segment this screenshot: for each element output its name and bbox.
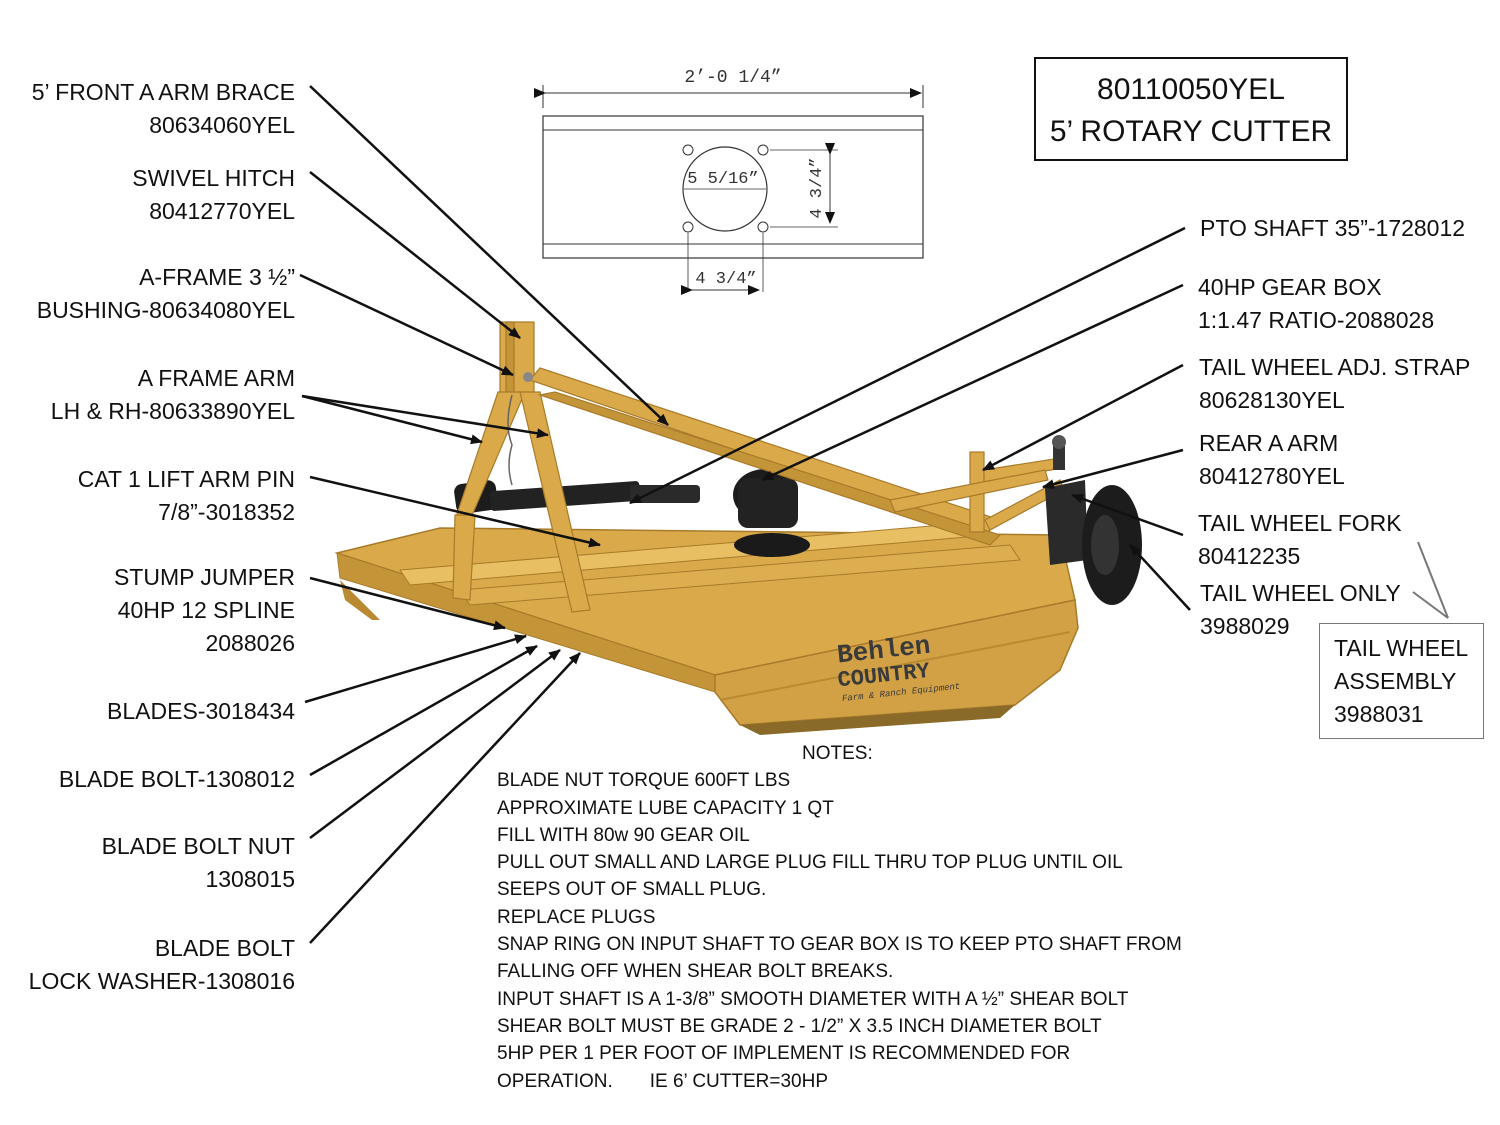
label-line: A FRAME ARM <box>137 365 295 391</box>
label-line: 80412235 <box>1198 543 1301 569</box>
note-line: FALLING OFF WHEN SHEAR BOLT BREAKS. <box>497 961 894 983</box>
label-pto-shaft: PTO SHAFT 35”-1728012 <box>1200 212 1465 245</box>
label-tail-wheel-adj-strap: TAIL WHEEL ADJ. STRAP 80628130YEL <box>1199 351 1470 417</box>
note-line: 5HP PER 1 PER FOOT OF IMPLEMENT IS RECOM… <box>497 1043 1071 1065</box>
assembly-line: ASSEMBLY <box>1334 668 1457 694</box>
label-line: STUMP JUMPER <box>113 564 295 590</box>
note-line: SNAP RING ON INPUT SHAFT TO GEAR BOX IS … <box>497 934 1182 956</box>
rotary-cutter-illustration: Behlen COUNTRY Farm & Ranch Equipment <box>334 321 1142 735</box>
leader-blade-bolt-nut <box>309 649 561 839</box>
label-line: TAIL WHEEL ONLY <box>1200 580 1401 606</box>
label-line: CAT 1 LIFT ARM PIN <box>77 466 295 492</box>
label-line: TAIL WHEEL FORK <box>1198 510 1402 536</box>
label-line: LOCK WASHER-1308016 <box>28 968 295 994</box>
assembly-line: 3988031 <box>1334 701 1424 727</box>
leader-lock-washer <box>309 652 581 944</box>
notes-section: NOTES: BLADE NUT TORQUE 600FT LBS APPROX… <box>497 740 1182 1095</box>
label-line: A-FRAME 3 ½” <box>139 264 295 290</box>
product-name: 5’ ROTARY CUTTER <box>1049 115 1333 148</box>
part-number: 80110050YEL <box>1097 73 1285 106</box>
label-line: SWIVEL HITCH <box>132 165 295 191</box>
vertical-hole-dimension: 4 3/4” <box>808 157 827 218</box>
note-line: SHEAR BOLT MUST BE GRADE 2 - 1/2” X 3.5 … <box>497 1015 1102 1037</box>
leader-a-frame-arm-rh <box>301 394 549 439</box>
rear-a-arm <box>889 451 1065 533</box>
label-line: BUSHING-80634080YEL <box>36 297 295 323</box>
label-line: BLADES-3018434 <box>107 698 295 724</box>
leader-lines <box>299 85 1191 944</box>
label-blade-bolt-lock-washer: BLADE BOLT LOCK WASHER-1308016 <box>29 932 295 998</box>
label-stump-jumper: STUMP JUMPER 40HP 12 SPLINE 2088026 <box>114 561 295 660</box>
leader-swivel-hitch <box>309 171 521 339</box>
note-line: BLADE NUT TORQUE 600FT LBS <box>497 770 791 792</box>
leader-a-frame-bushing <box>299 273 514 377</box>
leader-pto-shaft <box>629 226 1186 505</box>
leader-tail-wheel-fork <box>1071 493 1184 537</box>
label-line: 1308015 <box>205 866 295 892</box>
label-tail-wheel-only: TAIL WHEEL ONLY 3988029 <box>1200 577 1401 643</box>
circle-diameter-dimension: 5 5/16” <box>687 170 758 189</box>
leader-tail-wheel-strap <box>982 363 1184 472</box>
label-line: 40HP 12 SPLINE <box>117 597 295 623</box>
label-blade-bolt-nut: BLADE BOLT NUT 1308015 <box>102 830 295 896</box>
assembly-line: TAIL WHEEL <box>1334 635 1469 661</box>
leader-stump-jumper <box>309 576 506 631</box>
label-line: BLADE BOLT NUT <box>101 833 295 859</box>
left-skid <box>340 580 380 620</box>
label-line: 1:1.47 RATIO-2088028 <box>1198 307 1435 333</box>
label-rear-a-arm: REAR A ARM 80412780YEL <box>1199 427 1345 493</box>
leader-gear-box <box>761 283 1184 482</box>
label-line: PTO SHAFT 35”-1728012 <box>1200 215 1466 241</box>
label-a-frame-arm: A FRAME ARM LH & RH-80633890YEL <box>51 362 295 428</box>
label-line: 80628130YEL <box>1199 387 1345 413</box>
label-line: 5’ FRONT A ARM BRACE <box>31 79 295 105</box>
label-line: 2088026 <box>205 630 295 656</box>
label-blade-bolt: BLADE BOLT-1308012 <box>59 763 295 796</box>
label-tail-wheel-fork: TAIL WHEEL FORK 80412235 <box>1198 507 1402 573</box>
label-line: 3988029 <box>1200 613 1290 639</box>
note-line: FILL WITH 80w 90 GEAR OIL <box>497 824 750 846</box>
leader-lift-arm-pin <box>309 475 601 548</box>
label-line: 7/8”-3018352 <box>158 499 295 525</box>
label-line: BLADE BOLT <box>154 935 295 961</box>
mounting-plate-drawing <box>534 85 924 295</box>
leader-blades <box>304 634 527 704</box>
label-line: 80412770YEL <box>149 198 295 224</box>
note-line: SEEPS OUT OF SMALL PLUG. <box>497 879 767 901</box>
pto-shaft <box>454 480 700 514</box>
label-line: REAR A ARM <box>1199 430 1339 456</box>
label-line: 40HP GEAR BOX <box>1198 274 1382 300</box>
note-line: PULL OUT SMALL AND LARGE PLUG FILL THRU … <box>497 852 1123 874</box>
horizontal-hole-dimension: 4 3/4” <box>695 270 756 289</box>
leader-front-a-arm-brace <box>309 85 669 426</box>
title-box: 80110050YEL 5’ ROTARY CUTTER <box>1034 57 1348 161</box>
leader-blade-bolt <box>309 644 538 777</box>
note-line: REPLACE PLUGS <box>497 906 656 928</box>
gear-box <box>733 469 810 557</box>
label-line: BLADE BOLT-1308012 <box>58 766 295 792</box>
tail-wheel-assembly-box: TAIL WHEEL ASSEMBLY 3988031 <box>1319 623 1484 739</box>
leader-rear-a-arm <box>1042 448 1184 490</box>
label-swivel-hitch: SWIVEL HITCH 80412770YEL <box>132 162 295 228</box>
notes-title: NOTES: <box>802 743 873 764</box>
label-line: 80634060YEL <box>149 112 295 138</box>
leader-a-frame-arm-lh <box>301 394 483 445</box>
label-front-a-arm-brace: 5’ FRONT A ARM BRACE 80634060YEL <box>32 76 295 142</box>
note-line: OPERATION. IE 6’ CUTTER=30HP <box>497 1070 828 1092</box>
label-lift-arm-pin: CAT 1 LIFT ARM PIN 7/8”-3018352 <box>78 463 295 529</box>
plate-width-dimension: 2’-0 1/4” <box>684 68 781 88</box>
label-blades: BLADES-3018434 <box>107 695 295 728</box>
note-line: APPROXIMATE LUBE CAPACITY 1 QT <box>497 797 834 819</box>
label-line: TAIL WHEEL ADJ. STRAP <box>1199 354 1471 380</box>
label-line: 80412780YEL <box>1199 463 1345 489</box>
leader-tail-wheel-only <box>1129 544 1191 611</box>
assembly-bracket <box>1412 541 1449 619</box>
note-line: INPUT SHAFT IS A 1-3/8” SMOOTH DIAMETER … <box>497 988 1129 1010</box>
label-gear-box: 40HP GEAR BOX 1:1.47 RATIO-2088028 <box>1198 271 1434 337</box>
cutter-deck-side <box>714 599 1079 726</box>
label-a-frame-bushing: A-FRAME 3 ½” BUSHING-80634080YEL <box>37 261 295 327</box>
label-line: LH & RH-80633890YEL <box>50 398 295 424</box>
